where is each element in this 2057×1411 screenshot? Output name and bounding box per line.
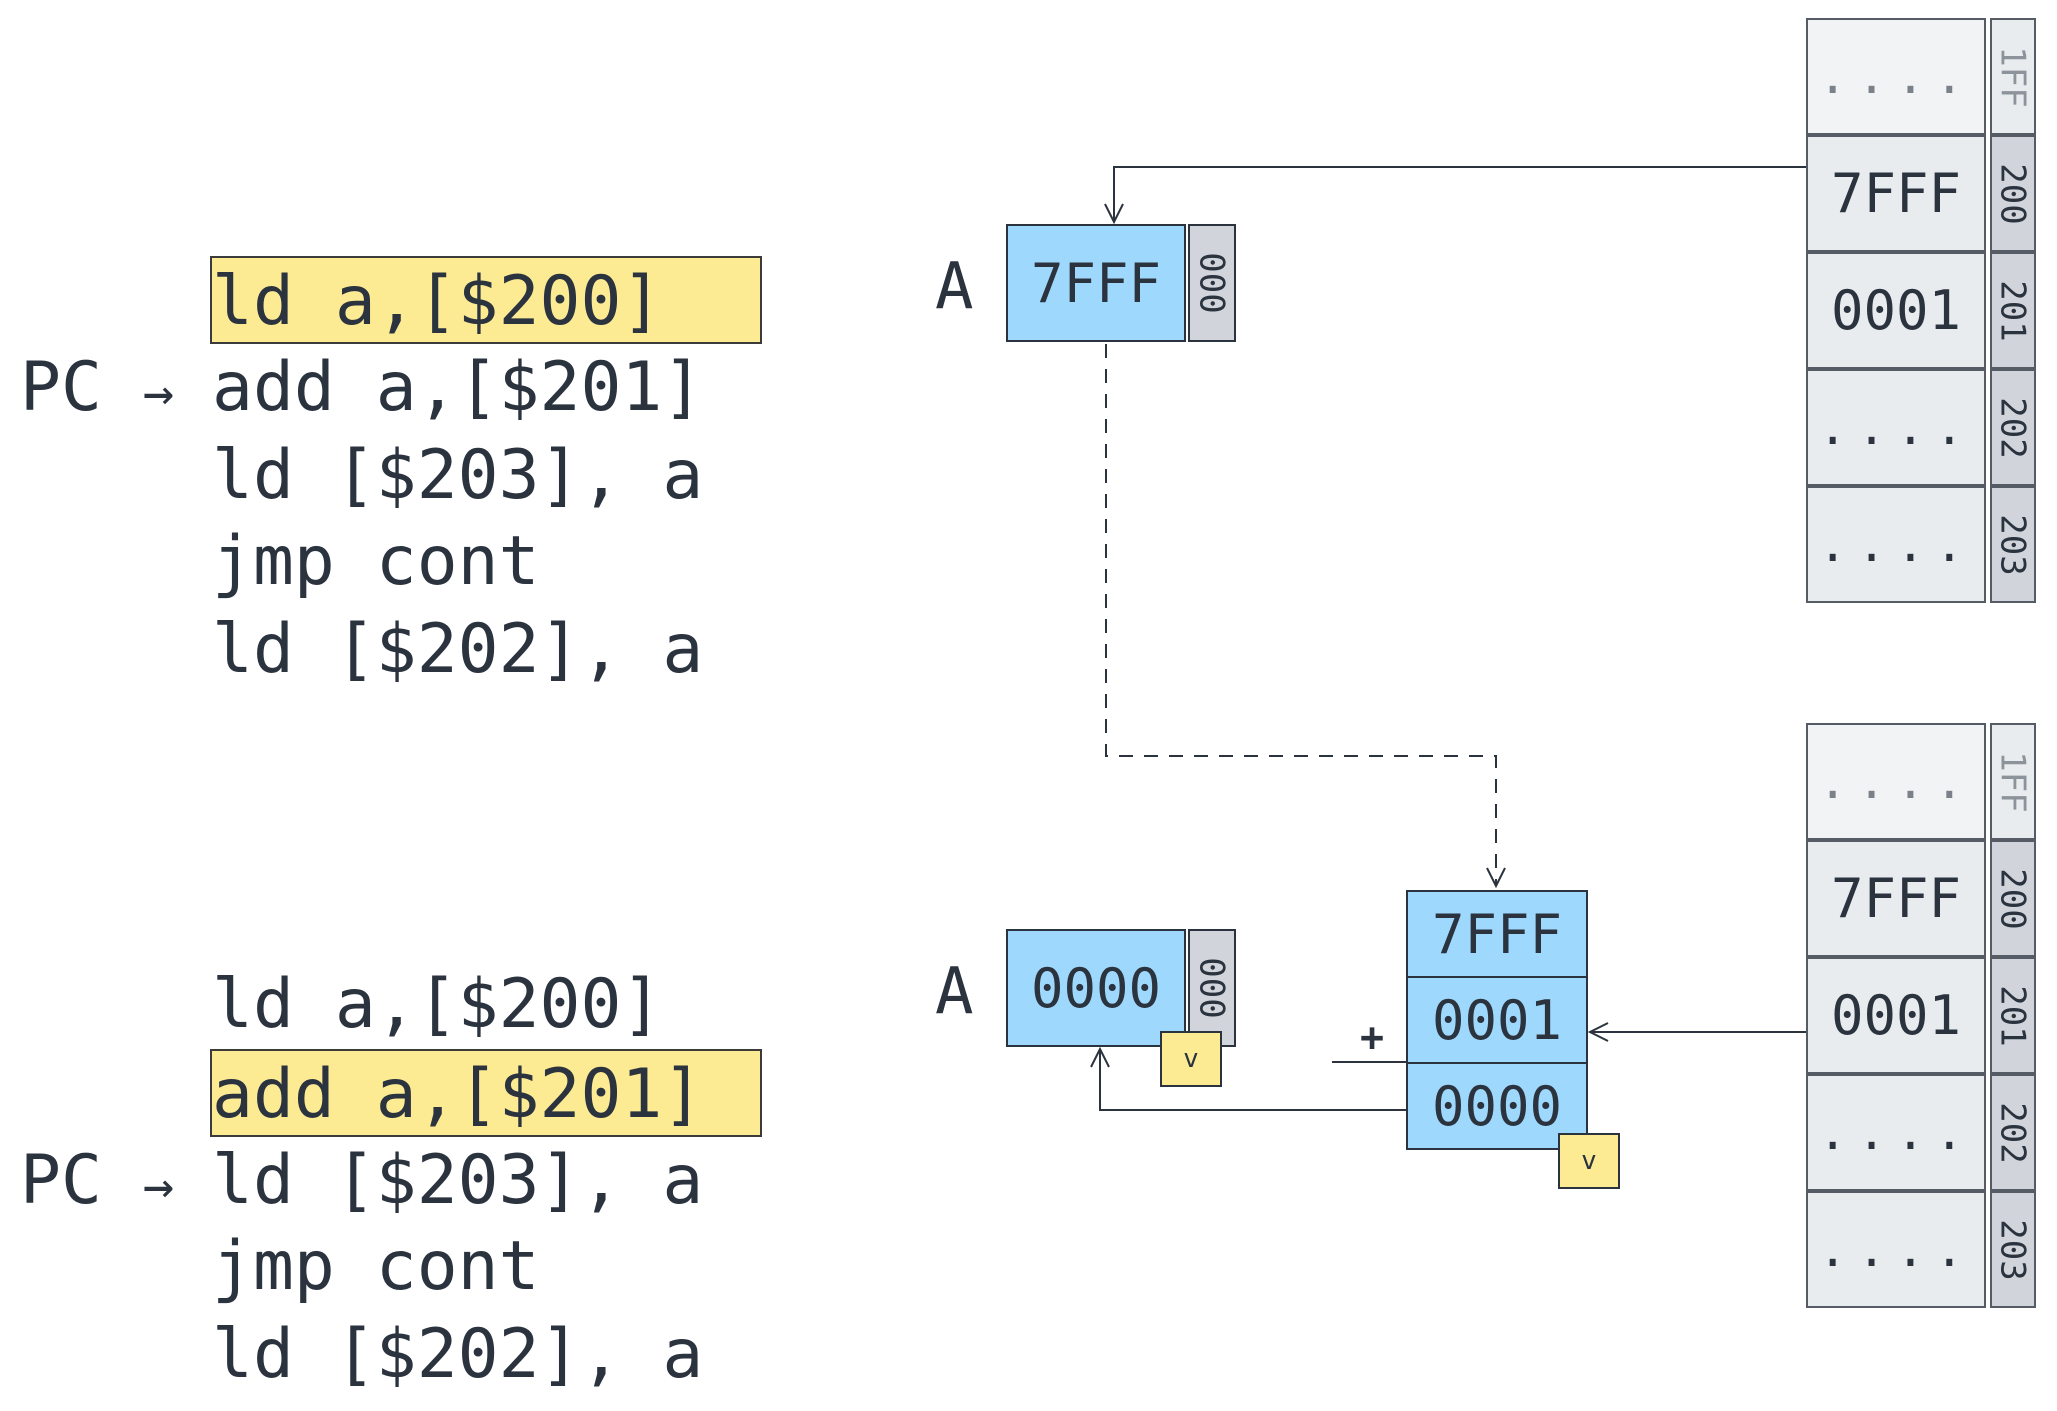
result-to-register-arrow: [1100, 1049, 1406, 1111]
memory-row: .... 203: [1806, 1191, 2036, 1308]
memory-cell: ....: [1806, 1191, 1986, 1308]
memory-row: 0001 201: [1806, 252, 2036, 369]
before-panel: ld a,[$200] add a,[$201] ld [$203], a jm…: [0, 0, 2057, 705]
after-panel: ld a,[$200] add a,[$201] ld [$203], a jm…: [0, 705, 2057, 1410]
pc-label: PC: [20, 1141, 102, 1220]
alu-stack: 7FFF 0001 0000: [1406, 890, 1588, 1150]
memory-addr: 200: [1990, 135, 2036, 252]
register-addr: 000: [1188, 929, 1236, 1047]
memory-table: .... 1FF 7FFF 200 0001 201 .... 202 ....…: [1806, 723, 2036, 1308]
code-line-5: ld [$202], a: [212, 1315, 704, 1394]
memory-row: .... 1FF: [1806, 723, 2036, 840]
memory-addr: 201: [1990, 957, 2036, 1074]
alu-operator: +: [1360, 1015, 1385, 1061]
register-name: A: [935, 250, 974, 324]
alu-operand-1: 7FFF: [1406, 890, 1588, 978]
memory-cell: 7FFF: [1806, 840, 1986, 957]
pc-pointer: PC →: [20, 1137, 174, 1225]
memory-addr: 200: [1990, 840, 2036, 957]
code-line-1: ld a,[$200]: [210, 256, 762, 344]
memory-addr: 203: [1990, 1191, 2036, 1308]
code-line-2: add a,[$201]: [212, 348, 704, 427]
memory-cell: 0001: [1806, 957, 1986, 1074]
pc-pointer: PC →: [20, 344, 174, 432]
memory-row: 0001 201: [1806, 957, 2036, 1074]
register-addr-label: 000: [1192, 957, 1233, 1019]
code-line-3: ld [$203], a: [212, 436, 704, 515]
code-line-3: ld [$203], a: [212, 1141, 704, 1220]
memory-cell: ....: [1806, 1074, 1986, 1191]
code-line-5: ld [$202], a: [212, 610, 704, 689]
register-name: A: [935, 955, 974, 1029]
memory-table: .... 1FF 7FFF 200 0001 201 .... 202 ....…: [1806, 18, 2036, 603]
memory-addr: 1FF: [1990, 723, 2036, 840]
code-line-4: jmp cont: [212, 1227, 540, 1306]
register-addr-label: 000: [1192, 252, 1233, 314]
memory-cell: 7FFF: [1806, 135, 1986, 252]
code-line-2: add a,[$201]: [210, 1049, 762, 1137]
load-arrow: [1114, 166, 1806, 222]
code-line-4: jmp cont: [212, 522, 540, 601]
alu-result: 0000: [1406, 1062, 1588, 1150]
memory-addr: 202: [1990, 369, 2036, 486]
register-addr: 000: [1188, 224, 1236, 342]
pc-arrow-icon: →: [142, 363, 175, 423]
pc-label: PC: [20, 348, 102, 427]
memory-addr: 202: [1990, 1074, 2036, 1191]
memory-cell: ....: [1806, 723, 1986, 840]
pc-arrow-icon: →: [142, 1156, 175, 1216]
memory-row: 7FFF 200: [1806, 840, 2036, 957]
memory-row: .... 1FF: [1806, 18, 2036, 135]
memory-addr: 203: [1990, 486, 2036, 603]
memory-cell: ....: [1806, 486, 1986, 603]
memory-cell: ....: [1806, 369, 1986, 486]
register-value: 0000: [1006, 929, 1186, 1047]
memory-row: .... 203: [1806, 486, 2036, 603]
memory-addr: 1FF: [1990, 18, 2036, 135]
code-line-1: ld a,[$200]: [212, 965, 663, 1044]
memory-row: .... 202: [1806, 1074, 2036, 1191]
alu-overflow-flag: v: [1558, 1133, 1620, 1189]
memory-addr: 201: [1990, 252, 2036, 369]
memory-cell: 0001: [1806, 252, 1986, 369]
memory-row: .... 202: [1806, 369, 2036, 486]
alu-operand-2: 0001: [1406, 976, 1588, 1064]
register-overflow-flag: v: [1160, 1031, 1222, 1087]
memory-row: 7FFF 200: [1806, 135, 2036, 252]
register-to-alu-arrow: [1105, 344, 1496, 886]
memory-cell: ....: [1806, 18, 1986, 135]
register-value: 7FFF: [1006, 224, 1186, 342]
